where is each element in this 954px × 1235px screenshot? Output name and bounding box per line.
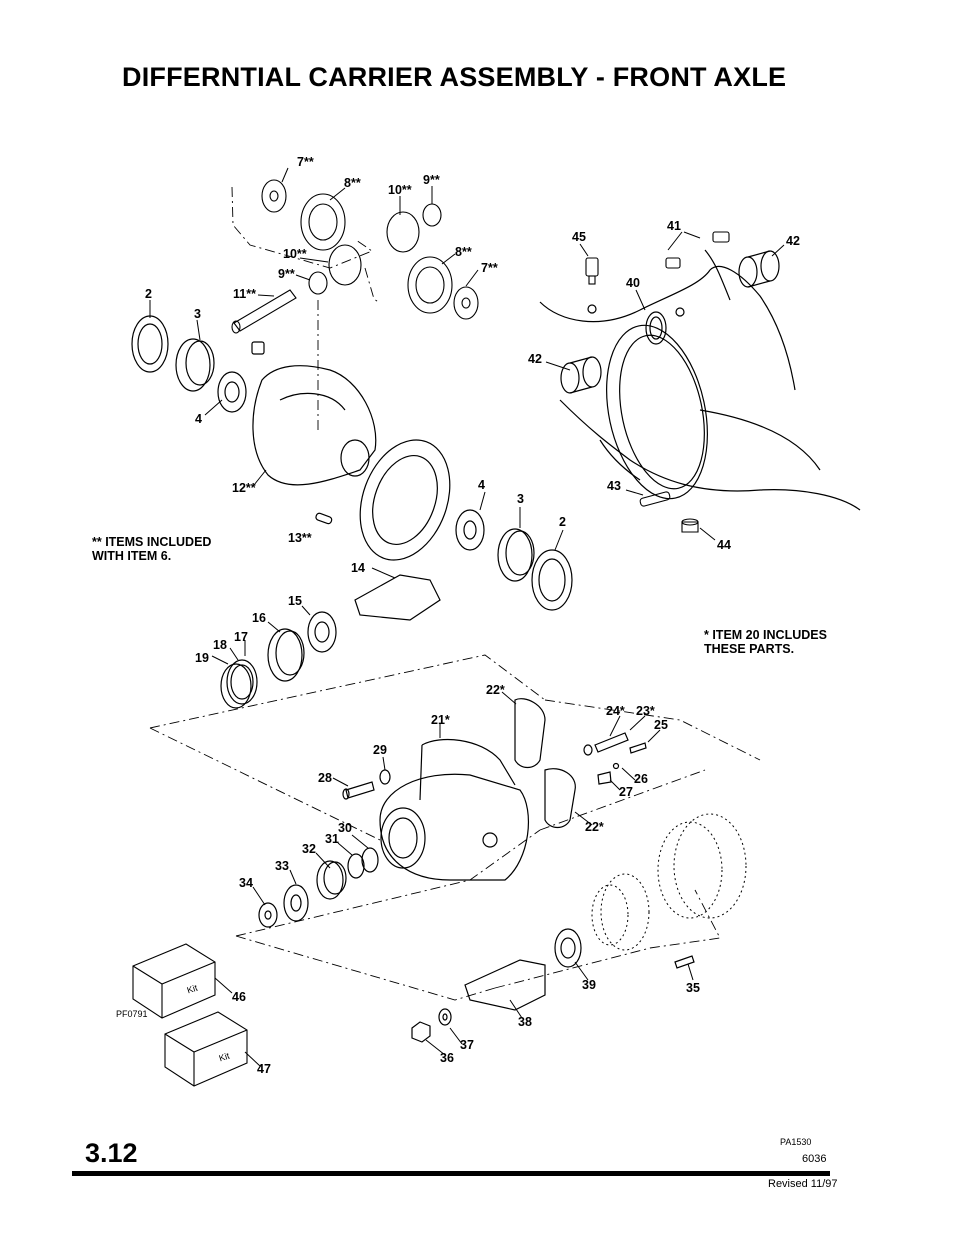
part-label-18: 18	[213, 638, 227, 652]
part-label-22: 22*	[585, 820, 604, 834]
part-label-24: 24*	[606, 704, 625, 718]
part-label-12: 12**	[232, 481, 256, 495]
part-label-41: 41	[667, 219, 681, 233]
ring-gear-pinion-14	[354, 439, 573, 621]
part-label-47: 47	[257, 1062, 271, 1076]
footer-rule	[72, 1171, 830, 1176]
part-label-9: 9**	[423, 173, 440, 187]
carrier-housing-21	[342, 698, 647, 881]
part-label-36: 36	[440, 1051, 454, 1065]
part-label-40: 40	[626, 276, 640, 290]
note-line: THESE PARTS.	[704, 642, 795, 656]
part-label-46: 46	[232, 990, 246, 1004]
part-label-23: 23*	[636, 704, 655, 718]
note-items-included: ** ITEMS INCLUDED WITH ITEM 6.	[92, 535, 211, 563]
seal-42	[560, 250, 780, 394]
part-label-38: 38	[518, 1015, 532, 1029]
part-label-16: 16	[252, 611, 266, 625]
part-label-44: 44	[717, 538, 731, 552]
part-label-28: 28	[318, 771, 332, 785]
part-label-33: 33	[275, 859, 289, 873]
part-label-39: 39	[582, 978, 596, 992]
part-label-4: 4	[195, 412, 202, 426]
yoke-seal-36-39	[411, 928, 695, 1043]
figure-code-pf: PF0791	[116, 1009, 148, 1019]
part-label-42: 42	[786, 234, 800, 248]
part-label-2: 2	[145, 287, 152, 301]
part-label-3: 3	[517, 492, 524, 506]
part-label-7: 7**	[297, 155, 314, 169]
part-label-17: 17	[234, 630, 248, 644]
figure-code-pa: PA1530	[780, 1137, 812, 1147]
part-label-27: 27	[619, 785, 633, 799]
part-label-29: 29	[373, 743, 387, 757]
note-line: * ITEM 20 INCLUDES	[704, 628, 827, 642]
revision-date: Revised 11/97	[768, 1178, 838, 1190]
part-label-7: 7**	[481, 261, 498, 275]
part-label-37: 37	[460, 1038, 474, 1052]
part-label-13: 13**	[288, 531, 312, 545]
note-line: ** ITEMS INCLUDED	[92, 535, 212, 549]
part-label-32: 32	[302, 842, 316, 856]
part-label-8: 8**	[344, 176, 361, 190]
leader-lines	[149, 167, 785, 1067]
part-label-11: 11**	[233, 287, 256, 301]
carrier-bearings-30-34	[258, 847, 379, 928]
part-label-42: 42	[528, 352, 542, 366]
part-label-4: 4	[478, 478, 485, 492]
part-label-15: 15	[288, 594, 302, 608]
kit-boxes	[132, 943, 248, 1087]
part-label-3: 3	[194, 307, 201, 321]
part-label-35: 35	[686, 981, 700, 995]
bearing-cup-2-3-4	[131, 315, 265, 413]
part-label-26: 26	[634, 772, 648, 786]
page-title: DIFFERNTIAL CARRIER ASSEMBLY - FRONT AXL…	[122, 62, 787, 92]
assembly-outline-lines	[149, 186, 761, 1001]
fittings-45-41	[585, 231, 730, 285]
part-label-25: 25	[654, 718, 668, 732]
part-label-22: 22*	[486, 683, 505, 697]
differential-gears-top	[231, 179, 479, 334]
part-label-14: 14	[351, 561, 365, 575]
pinion-bearing-15-19	[220, 611, 337, 709]
page-number: 3.12	[85, 1138, 138, 1168]
part-label-31: 31	[325, 832, 339, 846]
axle-housing	[539, 249, 861, 511]
part-label-45: 45	[572, 230, 586, 244]
part-label-34: 34	[239, 876, 253, 890]
part-label-8: 8**	[455, 245, 472, 259]
doc-number: 6036	[802, 1153, 827, 1165]
part-label-30: 30	[338, 821, 352, 835]
note-line: WITH ITEM 6.	[92, 549, 172, 563]
part-label-9: 9**	[278, 267, 295, 281]
part-label-2: 2	[559, 515, 566, 529]
note-item20-includes: * ITEM 20 INCLUDES THESE PARTS.	[704, 628, 827, 656]
part-label-10: 10**	[388, 183, 412, 197]
differential-case-12	[252, 365, 377, 525]
dowel-43-plug-44	[639, 491, 699, 533]
part-label-21: 21*	[431, 713, 450, 727]
drum-parts-dotted	[591, 813, 747, 951]
part-label-43: 43	[607, 479, 621, 493]
part-label-19: 19	[195, 651, 209, 665]
part-label-10: 10**	[283, 247, 307, 261]
